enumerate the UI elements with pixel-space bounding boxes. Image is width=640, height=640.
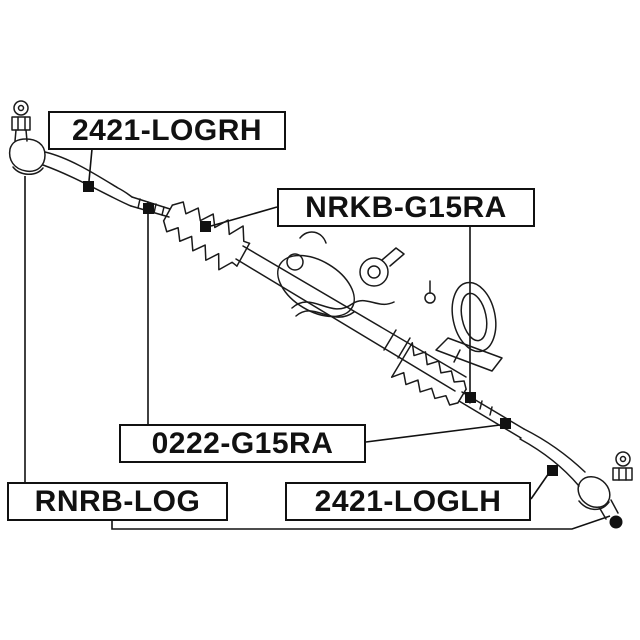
marker-inner-rod-left [143, 203, 154, 214]
part-label-tie-rod-end-rh: 2421-LOGRH [48, 111, 286, 150]
part-label-boot-kit: NRKB-G15RA [277, 188, 535, 227]
connector-markers [83, 181, 558, 476]
bellows-boot-left-artwork [162, 201, 251, 271]
part-label-inner-tie-rod: 0222-G15RA [119, 424, 366, 463]
marker-inner-rod-right [500, 418, 511, 429]
marker-tie-rod-end-lh [547, 465, 558, 476]
part-label-tie-rod-end-lh: 2421-LOGLH [285, 482, 531, 521]
marker-boot-left [200, 221, 211, 232]
leader-rnrb-bottom [111, 515, 611, 530]
nut-washer-top-left-icon [11, 100, 31, 142]
marker-boot-right [465, 392, 476, 403]
part-label-tie-rod-end-boot: RNRB-LOG [7, 482, 228, 521]
rack-housing-artwork [235, 231, 503, 392]
bellows-boot-right-artwork [390, 342, 467, 406]
leader-nrkb-left [210, 206, 278, 227]
marker-tie-rod-end-rh [83, 181, 94, 192]
leader-lines [24, 148, 611, 530]
leader-loglh [530, 472, 550, 500]
leader-inner-right [365, 424, 501, 443]
nut-washer-bottom-right-icon [612, 451, 633, 481]
ball-stud-tip [609, 515, 623, 529]
leader-logrh [88, 148, 93, 182]
